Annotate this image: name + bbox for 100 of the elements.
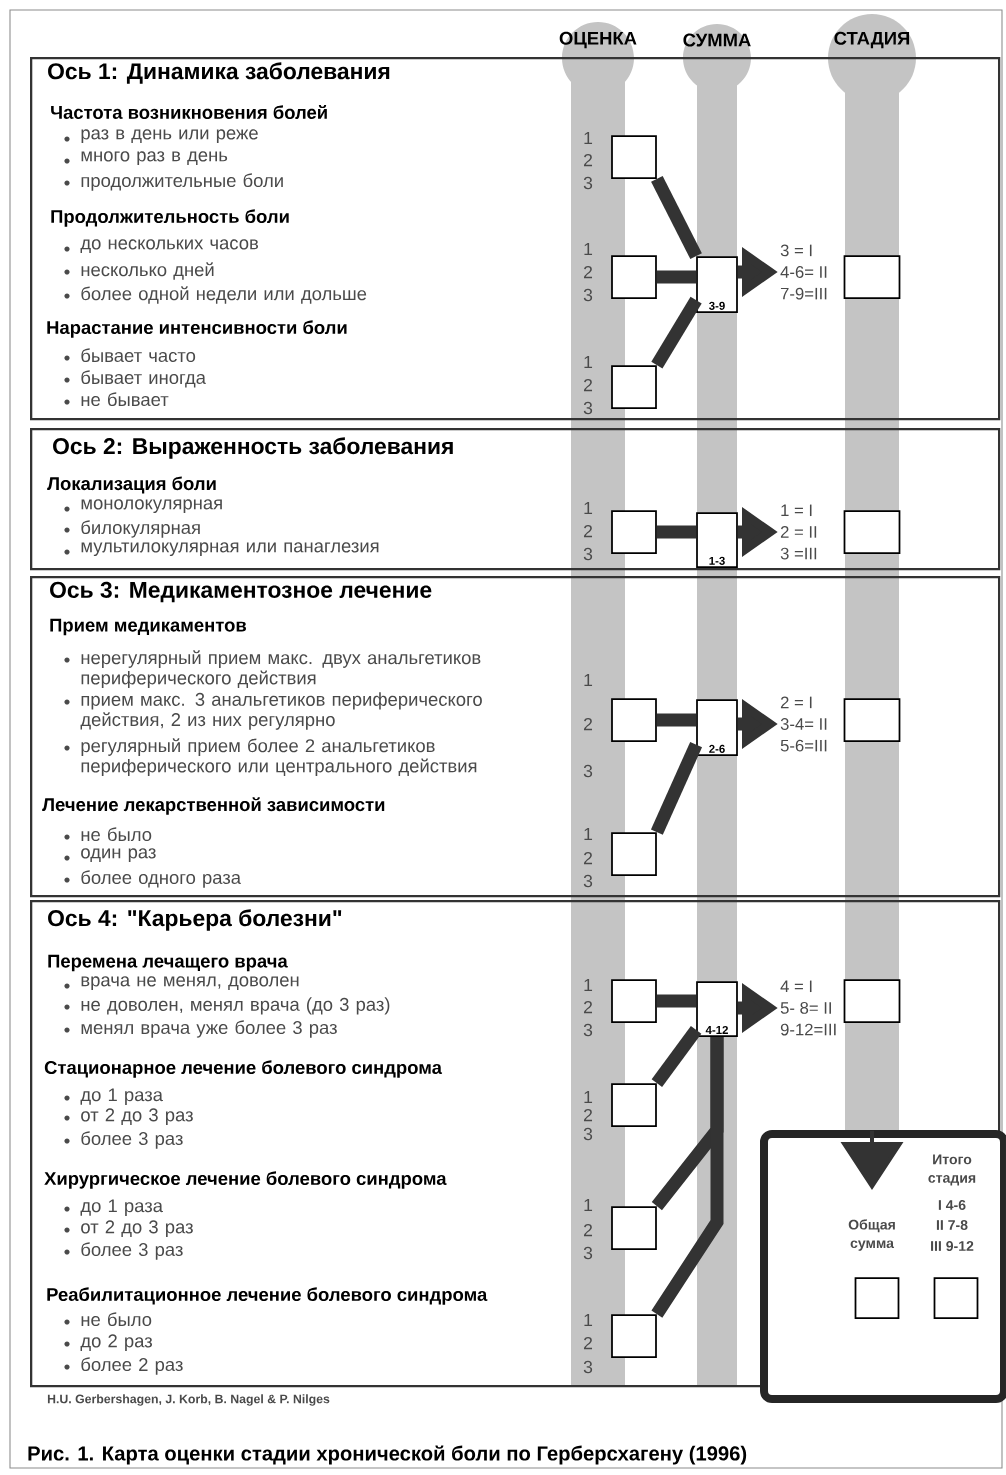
score-number: 3 xyxy=(583,401,593,415)
total-label: Общая сумма xyxy=(848,1219,895,1251)
total-label: I 4-6 xyxy=(938,1200,966,1210)
total-label: III 9-12 xyxy=(931,1241,974,1251)
bullet-item: много раз в день xyxy=(64,151,228,166)
score-number: 3 xyxy=(583,288,593,302)
panel-heading: Ось 1: Динамика заболевания xyxy=(48,62,390,84)
score-number: 2 xyxy=(584,1000,592,1014)
score-box xyxy=(611,979,657,1023)
connector-band xyxy=(656,994,697,1008)
bullet-item: более 3 раз xyxy=(64,1242,183,1260)
sum-box: 3-9 xyxy=(696,256,738,313)
score-number: 1 xyxy=(584,1313,593,1327)
subheading: Реабилитационное лечение болевого синдрома xyxy=(47,1287,488,1305)
bullet-item: мультилокулярная или панаглезия xyxy=(64,542,379,557)
score-box xyxy=(611,255,657,299)
score-number: 1 xyxy=(584,242,593,256)
score-number: 1 xyxy=(584,355,593,369)
bullet-item: не было xyxy=(64,1312,152,1327)
score-number: 1 xyxy=(584,1090,593,1104)
bullet-item: до нескольких часов xyxy=(64,239,258,253)
score-number: 1 xyxy=(584,978,593,992)
score-number: 1 xyxy=(584,1198,593,1212)
score-number: 2 xyxy=(584,265,592,279)
score-number: 1 xyxy=(584,827,593,841)
score-number: 1 xyxy=(584,501,593,515)
bullet-item: врача не менял, доволен xyxy=(64,976,299,991)
author-credit: H.U. Gerbershagen, J. Korb, B. Nagel & P. Nilges xyxy=(47,1394,330,1406)
subheading: Лечение лекарственной зависимости xyxy=(42,797,385,815)
score-box xyxy=(611,365,657,409)
stage-scale: 2 = I 3-4= II 5-6=III xyxy=(780,696,827,752)
score-number: 2 xyxy=(584,717,592,731)
column-header: ОЦЕНКА xyxy=(559,31,637,49)
panel-heading: Ось 4: "Карьера болезни" xyxy=(48,909,342,931)
bullet-item: более одного раза xyxy=(64,870,241,888)
score-number: 3 xyxy=(583,1246,593,1260)
bullet-item: прием макс. 3 анальгетиков периферического действия, 2 из них регулярно xyxy=(64,692,482,730)
subheading: Продолжительность боли xyxy=(51,209,289,227)
stage-box xyxy=(843,698,901,742)
score-number: 2 xyxy=(584,1336,592,1350)
score-box xyxy=(611,698,657,742)
score-number: 2 xyxy=(584,524,592,538)
bullet-item: более 2 раз xyxy=(64,1357,183,1375)
score-box xyxy=(611,832,657,876)
stage-scale: 3 = I 4-6= II 7-9=III xyxy=(780,244,827,300)
score-number: 2 xyxy=(584,153,592,167)
connector-band xyxy=(651,1026,702,1087)
score-number: 3 xyxy=(583,874,593,888)
connector-band xyxy=(656,270,697,284)
node-label: СТАДИЯ xyxy=(834,31,910,49)
bullet-item: от 2 до 3 раз xyxy=(64,1220,193,1238)
subheading: Прием медикаментов xyxy=(50,618,246,636)
sum-box: 4-12 xyxy=(696,981,738,1037)
score-number: 2 xyxy=(584,851,592,865)
stage-box xyxy=(843,255,901,299)
bullet-item: один раз xyxy=(64,848,156,863)
bullet-item: до 1 раза xyxy=(64,1088,163,1105)
bullet-item: более одной недели или дольше xyxy=(64,286,367,304)
connector-band xyxy=(651,175,702,260)
score-box xyxy=(611,1206,657,1250)
score-number: 2 xyxy=(584,1108,592,1122)
score-number: 2 xyxy=(584,378,592,392)
bullet-item: от 2 до 3 раз xyxy=(64,1108,193,1126)
sum-box: 2-6 xyxy=(696,699,738,756)
total-label: II 7-8 xyxy=(936,1220,968,1230)
subheading: Хирургическое лечение болевого синдрома xyxy=(44,1171,447,1189)
column-header: СУММА xyxy=(683,33,751,47)
subheading: Частота возникновения болей xyxy=(51,105,327,119)
score-box xyxy=(611,135,657,179)
score-number: 3 xyxy=(583,1127,593,1141)
bullet-item: продолжительные боли xyxy=(64,173,283,191)
stage-box xyxy=(843,510,901,554)
stage-scale: 1 = I 2 = II 3 =III xyxy=(780,504,817,560)
subheading: Перемена лечащего врача xyxy=(48,954,288,972)
score-box xyxy=(611,1083,657,1127)
bullet-item: бывает иногда xyxy=(64,370,206,388)
bullet-item: не было xyxy=(64,827,152,842)
score-box xyxy=(611,1314,657,1358)
bullet-item: регулярный прием более 2 анальгетиков периферического или центрального действия xyxy=(64,738,477,777)
subheading: Локализация боли xyxy=(47,476,216,494)
panel-heading: Ось 2: Выраженность заболевания xyxy=(53,437,453,459)
panel-heading: Ось 3: Медикаментозное лечение xyxy=(50,581,432,603)
score-number: 3 xyxy=(583,547,593,561)
subheading: Нарастание интенсивности боли xyxy=(47,320,347,338)
bullet-item: бывает часто xyxy=(64,348,196,363)
subheading: Стационарное лечение болевого синдрома xyxy=(44,1060,443,1078)
sum-box: 1-3 xyxy=(696,512,738,568)
bullet-item: билокулярная xyxy=(64,520,200,538)
bullet-item: несколько дней xyxy=(64,262,214,280)
score-number: 2 xyxy=(584,1223,592,1237)
bullet-item: до 2 раз xyxy=(64,1334,152,1352)
bullet-item: монолокулярная xyxy=(64,499,222,514)
bullet-item: менял врача уже более 3 раз xyxy=(64,1020,337,1038)
total-label: Итого стадия xyxy=(928,1154,976,1186)
score-number: 3 xyxy=(583,1360,593,1374)
score-number: 3 xyxy=(583,1023,593,1037)
score-number: 3 xyxy=(583,176,593,190)
connector-band xyxy=(656,713,697,727)
figure-caption: Рис. 1. Карта оценки стадии хронической боли по Герберсхагену (1996) xyxy=(28,1445,747,1465)
bullet-item: не бывает xyxy=(64,392,169,407)
